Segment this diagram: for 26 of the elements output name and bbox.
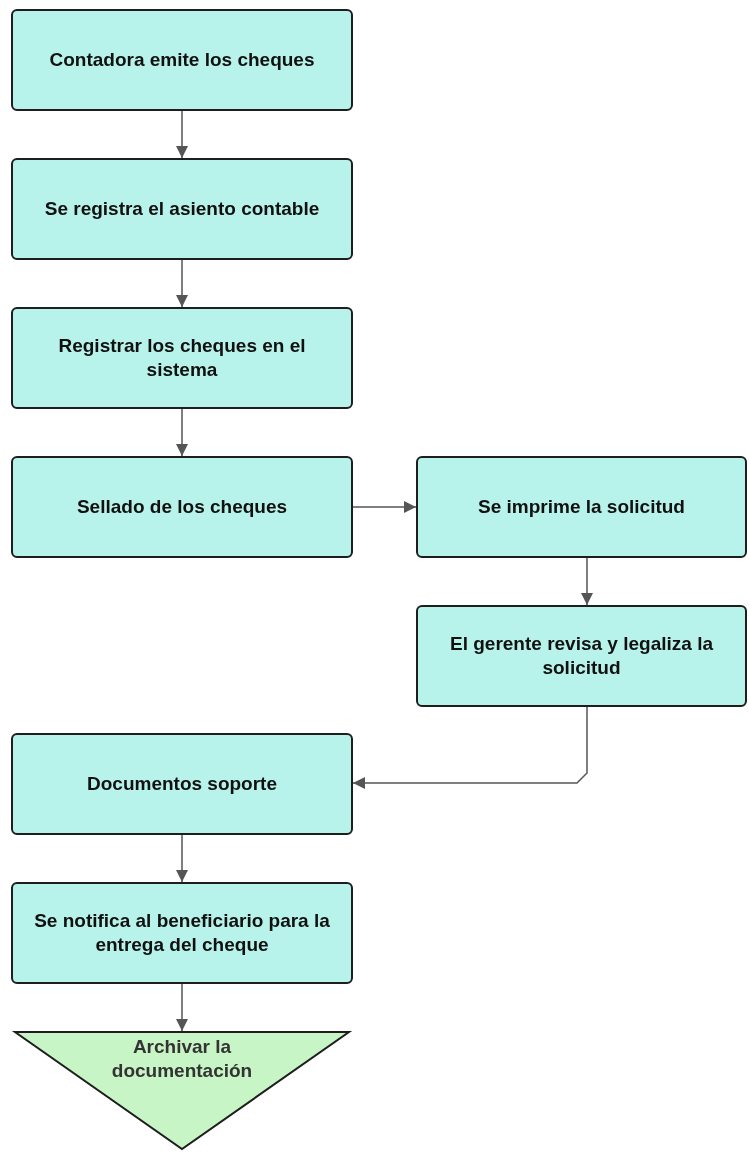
- merge-triangle: [14, 1031, 350, 1150]
- arrow: [176, 834, 188, 883]
- node-label: Se imprime la solicitud: [478, 495, 685, 519]
- node-label: Sellado de los cheques: [76, 495, 288, 519]
- node-label: Contadora emite los cheques: [49, 48, 315, 72]
- process-box: [11, 456, 353, 558]
- arrow: [581, 557, 593, 606]
- arrow: [352, 706, 588, 789]
- process-box: [11, 158, 353, 260]
- node-label: Se registra el asiento contable: [44, 197, 320, 221]
- process-box: [416, 456, 747, 558]
- node-label: El gerente revisa y legaliza la solicitud: [449, 632, 714, 680]
- arrow: [176, 259, 188, 308]
- process-box: [11, 307, 353, 409]
- process-box: [11, 882, 353, 984]
- arrow: [352, 501, 417, 513]
- process-box: [416, 605, 747, 707]
- process-box: [11, 733, 353, 835]
- node-label: Documentos soporte: [87, 772, 277, 796]
- node-label: Archivar la documentación: [110, 1035, 254, 1083]
- process-box: [11, 9, 353, 111]
- arrow: [176, 110, 188, 159]
- arrow: [176, 983, 188, 1032]
- node-label: Se notifica al beneficiario para la entrega del cheque: [33, 909, 331, 957]
- arrow: [176, 408, 188, 457]
- node-label: Registrar los cheques en el sistema: [57, 334, 307, 382]
